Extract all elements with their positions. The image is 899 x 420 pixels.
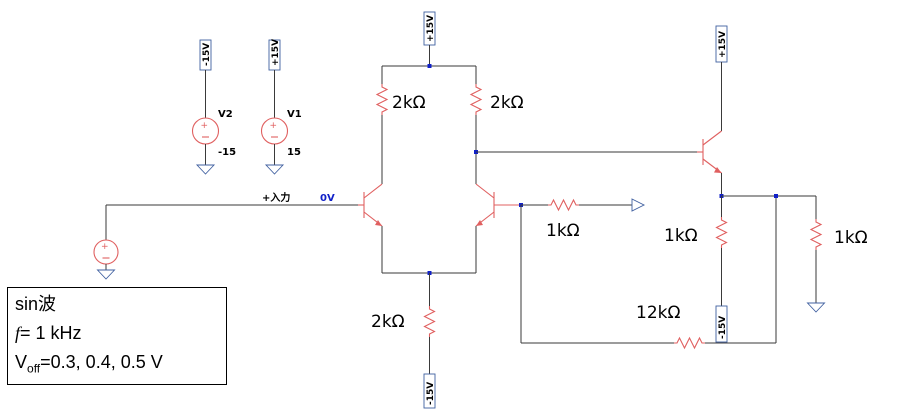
resistor-collector-left-label: 2kΩ [392, 93, 426, 113]
source-v1-value: 15 [287, 147, 301, 158]
resistor-collector-left: 2kΩ [375, 66, 426, 184]
supply-flag-tail [423, 373, 436, 409]
supply-flag-load-label: -15V [718, 316, 728, 339]
input-node-level: 0V [320, 193, 335, 204]
note-line-offset: Voff=0.3, 0.4, 0.5 V [15, 348, 219, 384]
voltage-source-v1: +15V + V1 15 [260, 39, 302, 175]
note-line-waveform: sin波 [15, 294, 57, 314]
source-v1-name: V1 [287, 109, 302, 120]
source-v2-name: V2 [218, 109, 233, 120]
resistor-collector-right: 2kΩ [469, 66, 697, 184]
supply-flag-v2-label: -15V [202, 43, 212, 66]
resistor-tail-label: 2kΩ [371, 312, 405, 332]
supply-flag-diff-top-label: +15V [426, 15, 436, 42]
resistor-emitter-load: 1kΩ -15V [664, 196, 728, 343]
svg-text:+: + [101, 242, 109, 252]
tail-node [381, 226, 477, 275]
note-offset-values: =0.3, 0.4, 0.5 V [40, 352, 163, 372]
output-port-arrow [631, 198, 646, 212]
voltage-source-v2: -15V + V2 -15 [191, 39, 236, 175]
supply-flag-v1-label: +15V [271, 39, 281, 66]
resistor-tail: 2kΩ -15V [371, 273, 436, 409]
input-node-label: +入力 [262, 191, 290, 204]
transistor-input-left [358, 183, 383, 227]
note-line-frequency: f= 1 kHz [15, 319, 219, 348]
input-signal-source: + +入力 0V [93, 191, 358, 280]
note-frequency-symbol: f [15, 323, 21, 343]
transistor-emitter-follower [697, 130, 816, 198]
supply-flag-load [715, 305, 728, 343]
note-offset-subscript: off [27, 361, 41, 376]
resistor-output-series: 1kΩ [519, 198, 646, 241]
resistor-output-load: 1kΩ [806, 196, 868, 313]
note-frequency-value: = 1 kHz [20, 323, 82, 343]
resistor-output-load-label: 1kΩ [834, 228, 868, 248]
note-offset-symbol: V [15, 352, 28, 372]
svg-text:+: + [201, 121, 209, 131]
source-v2-value: -15 [218, 147, 236, 158]
resistor-collector-right-label: 2kΩ [490, 93, 524, 113]
supply-flag-tail-label: -15V [426, 382, 436, 405]
svg-text:+: + [270, 121, 278, 131]
diff-pair-supply: +15V [382, 11, 476, 68]
feedback-path: 12kΩ [520, 196, 777, 350]
supply-flag-follower-top-label: +15V [718, 31, 728, 58]
transistor-input-right [475, 183, 521, 227]
emitter-follower-supply: +15V [715, 25, 728, 131]
resistor-feedback-label: 12kΩ [636, 303, 680, 323]
resistor-emitter-load-label: 1kΩ [664, 226, 698, 246]
simulation-note: sin波 f= 1 kHz Voff=0.3, 0.4, 0.5 V [7, 287, 227, 385]
resistor-output-series-label: 1kΩ [546, 221, 580, 241]
